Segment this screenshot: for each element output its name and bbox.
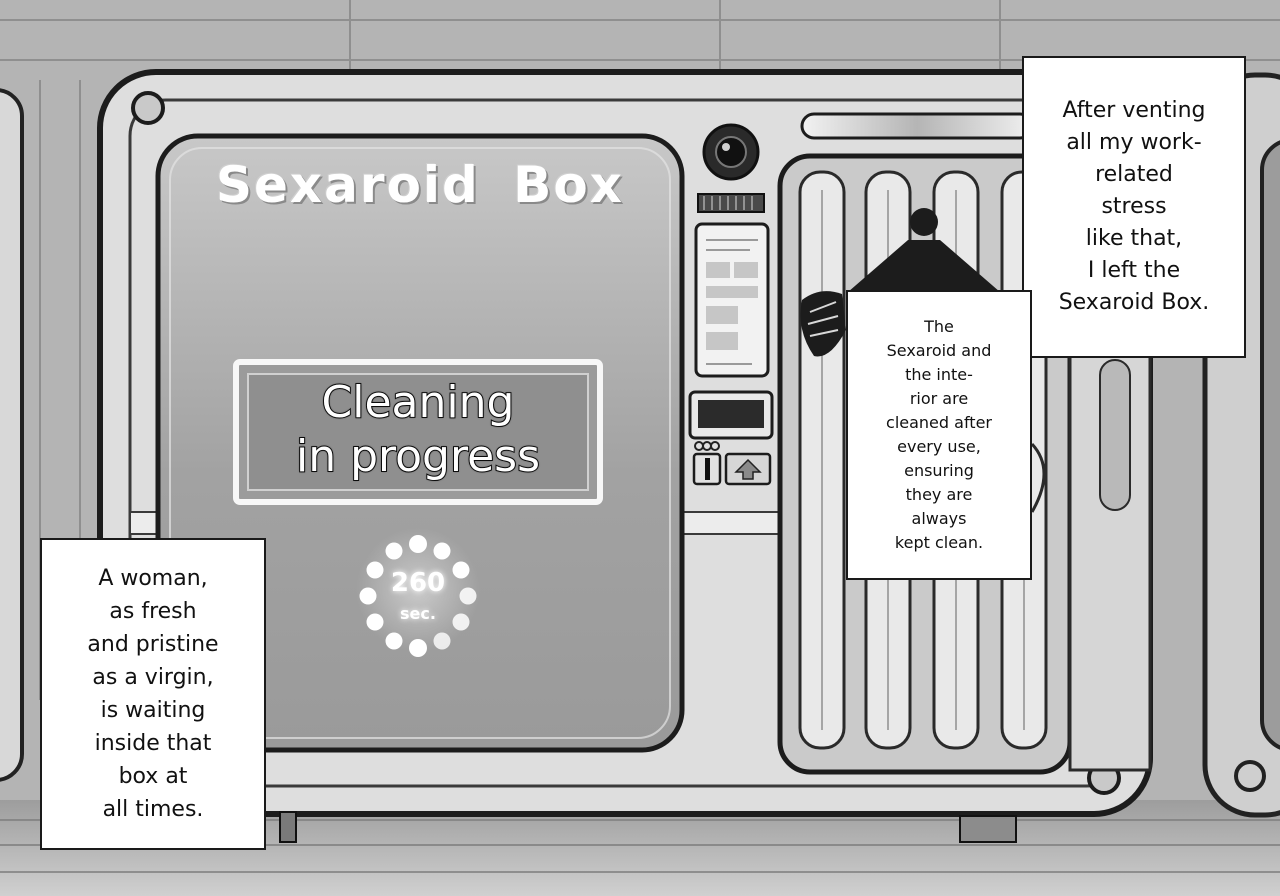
caption-line: related bbox=[1095, 162, 1173, 187]
caption-line: cleaned after bbox=[886, 413, 992, 432]
left-neighbor-box bbox=[0, 88, 24, 782]
status-line-1: Cleaning bbox=[321, 376, 516, 429]
caption-box-left: A woman, as fresh and pristine as a virg… bbox=[40, 538, 266, 850]
caption-line: inside that bbox=[94, 731, 212, 756]
screw bbox=[131, 91, 165, 125]
timer-value: 260 bbox=[390, 568, 446, 598]
caption-line: The bbox=[924, 317, 954, 336]
caption-line: as fresh bbox=[109, 599, 197, 624]
caption-line: every use, bbox=[897, 437, 981, 456]
caption-line: as a virgin, bbox=[92, 665, 214, 690]
timer-ring bbox=[356, 528, 480, 657]
caption-line: is waiting bbox=[100, 698, 206, 723]
caption-line: Sexaroid Box. bbox=[1058, 290, 1210, 315]
speaker-grill bbox=[697, 193, 765, 213]
caption-line: and pristine bbox=[87, 632, 219, 657]
caption-line: rior are bbox=[909, 389, 969, 408]
caption-line: box at bbox=[118, 764, 188, 789]
caption-line: they are bbox=[905, 485, 973, 504]
caption-line: all times. bbox=[102, 797, 204, 822]
caption-line: ensuring bbox=[904, 461, 974, 480]
caption-line: Sexaroid and bbox=[886, 341, 992, 360]
caption-line: A woman, bbox=[98, 566, 208, 591]
caption-line: I left the bbox=[1087, 258, 1181, 283]
caption-box-right: After venting all my work- related stres… bbox=[1022, 56, 1246, 358]
caption-box-middle: The Sexaroid and the inte- rior are clea… bbox=[846, 290, 1032, 580]
status-line-2: in progress bbox=[295, 430, 541, 483]
timer-unit: sec. bbox=[400, 604, 436, 623]
caption-line: all my work- bbox=[1066, 130, 1202, 155]
machine-title: Sexaroid Box bbox=[216, 156, 624, 214]
caption-line: After venting bbox=[1062, 98, 1206, 123]
caption-line: kept clean. bbox=[894, 533, 984, 552]
caption-line: stress bbox=[1101, 194, 1167, 219]
caption-line: always bbox=[911, 509, 967, 528]
caption-line: like that, bbox=[1085, 226, 1183, 251]
handle-bar bbox=[800, 112, 1034, 140]
caption-line: the inte- bbox=[905, 365, 973, 384]
info-panel bbox=[694, 222, 770, 378]
figure-silhouette bbox=[800, 208, 1000, 357]
status-message: Cleaning in progress bbox=[250, 370, 586, 490]
